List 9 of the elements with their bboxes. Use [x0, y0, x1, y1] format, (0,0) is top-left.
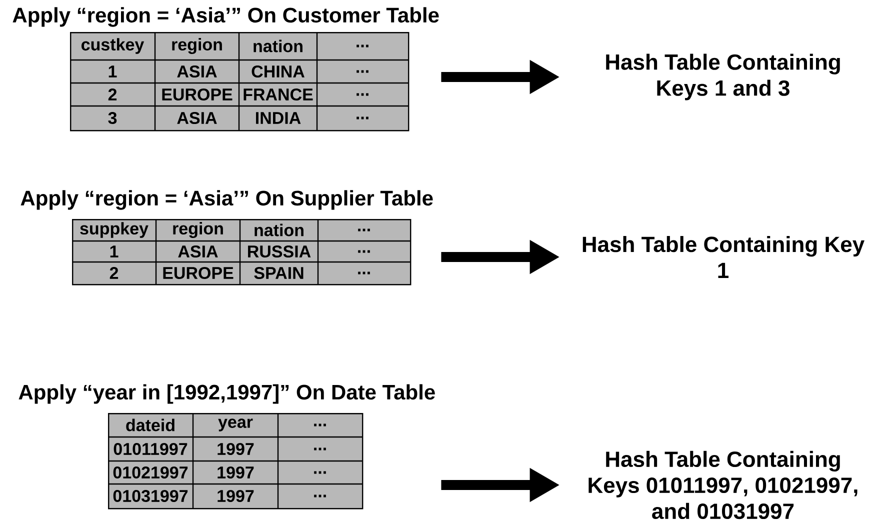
data-table: dateid year ... 01011997 1997 ... 01021997 1997 ... 01031997 1997 ...: [108, 412, 364, 510]
result-text: Hash Table Containing Keys 01011997, 01021997, and 01031997: [588, 450, 858, 520]
table-heading: Apply “year in [1992,1997]” On Date Table: [18, 384, 435, 404]
data-table: custkey region nation ... 1 ASIA CHINA ... 2 EUROPE FRANCE ... 3 ASIA INDIA ...: [70, 32, 410, 132]
data-table: suppkey region nation ... 1 ASIA RUSSIA ... 2 EUROPE SPAIN ...: [72, 219, 412, 286]
table-heading: Apply “region = ‘Asia’” On Supplier Table: [20, 190, 433, 210]
result-text: Hash Table Containing Key 1: [582, 236, 864, 278]
result-text: Hash Table Containing Keys 1 and 3: [606, 54, 840, 100]
table-heading: Apply “region = ‘Asia’” On Customer Table: [12, 7, 439, 27]
